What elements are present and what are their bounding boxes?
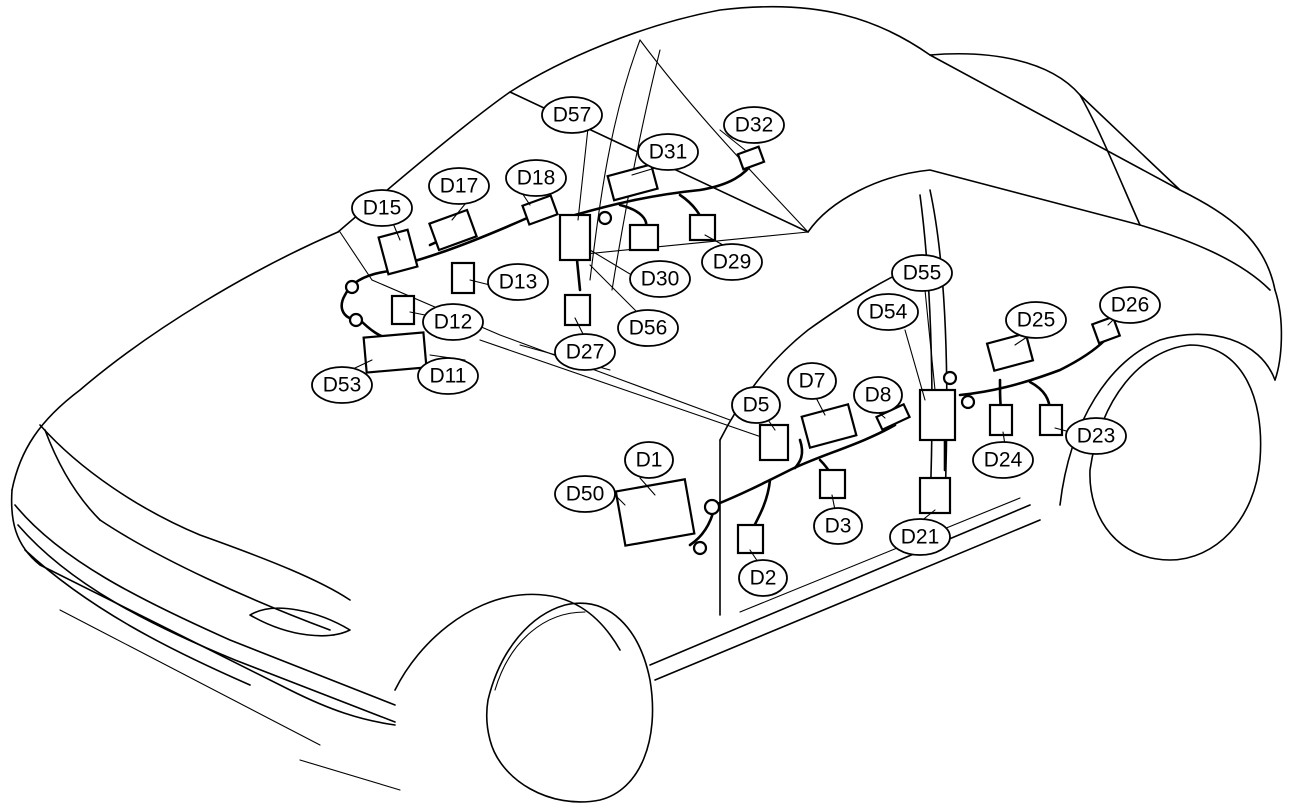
label-d1: D1 (624, 441, 674, 479)
label-d3-text: D3 (825, 515, 852, 538)
label-d17: D17 (428, 167, 490, 205)
label-d53: D53 (311, 366, 373, 404)
label-d50-text: D50 (566, 483, 605, 506)
label-d56-text: D56 (629, 317, 668, 340)
label-d25-text: D25 (1017, 309, 1056, 332)
label-d15: D15 (351, 189, 413, 227)
wiring-harness-floor (688, 338, 1107, 547)
label-d26-text: D26 (1111, 294, 1150, 317)
label-d13: D13 (487, 263, 549, 301)
label-d32-text: D32 (735, 114, 774, 137)
car-body (10, 5, 1283, 803)
label-d53-text: D53 (323, 374, 362, 397)
label-d5-text: D5 (743, 394, 770, 417)
label-d23-text: D23 (1077, 425, 1116, 448)
label-d3: D3 (813, 507, 863, 545)
label-d50: D50 (554, 475, 616, 513)
label-d8: D8 (853, 376, 903, 414)
label-d21: D21 (889, 518, 951, 556)
label-d2: D2 (738, 559, 788, 597)
label-d30-text: D30 (641, 268, 680, 291)
label-d1-text: D1 (636, 449, 663, 472)
label-d57: D57 (541, 96, 603, 134)
label-d24-text: D24 (984, 449, 1023, 472)
label-d7: D7 (787, 362, 837, 400)
label-d15-text: D15 (363, 197, 402, 220)
label-d2-text: D2 (750, 567, 777, 590)
label-d54-text: D54 (869, 301, 908, 324)
label-d25: D25 (1005, 301, 1067, 339)
label-d29-text: D29 (713, 251, 752, 274)
label-d31-text: D31 (649, 141, 688, 164)
label-d29: D29 (701, 243, 763, 281)
label-d17-text: D17 (440, 175, 479, 198)
label-d27-text: D27 (566, 341, 605, 364)
label-d54: D54 (857, 293, 919, 331)
label-d11: D11 (417, 357, 479, 395)
label-d7-text: D7 (799, 370, 826, 393)
label-d5: D5 (731, 386, 781, 424)
label-d11-text: D11 (430, 365, 467, 388)
label-d55-text: D55 (903, 262, 942, 285)
label-d21-text: D21 (901, 526, 940, 549)
label-d31: D31 (637, 133, 699, 171)
label-d18: D18 (505, 159, 567, 197)
label-d55: D55 (891, 254, 953, 292)
label-d27: D27 (554, 333, 616, 371)
connectors (344, 145, 1122, 556)
label-d32: D32 (723, 106, 785, 144)
label-d23: D23 (1065, 417, 1127, 455)
label-d12-text: D12 (434, 311, 473, 334)
label-d30: D30 (629, 260, 691, 298)
label-d26: D26 (1099, 286, 1161, 324)
label-d13-text: D13 (499, 271, 538, 294)
label-d12: D12 (422, 303, 484, 341)
label-d8-text: D8 (865, 384, 892, 407)
label-d24: D24 (972, 441, 1034, 479)
label-d57-text: D57 (553, 104, 592, 127)
label-d18-text: D18 (517, 167, 556, 190)
label-d56: D56 (617, 309, 679, 347)
